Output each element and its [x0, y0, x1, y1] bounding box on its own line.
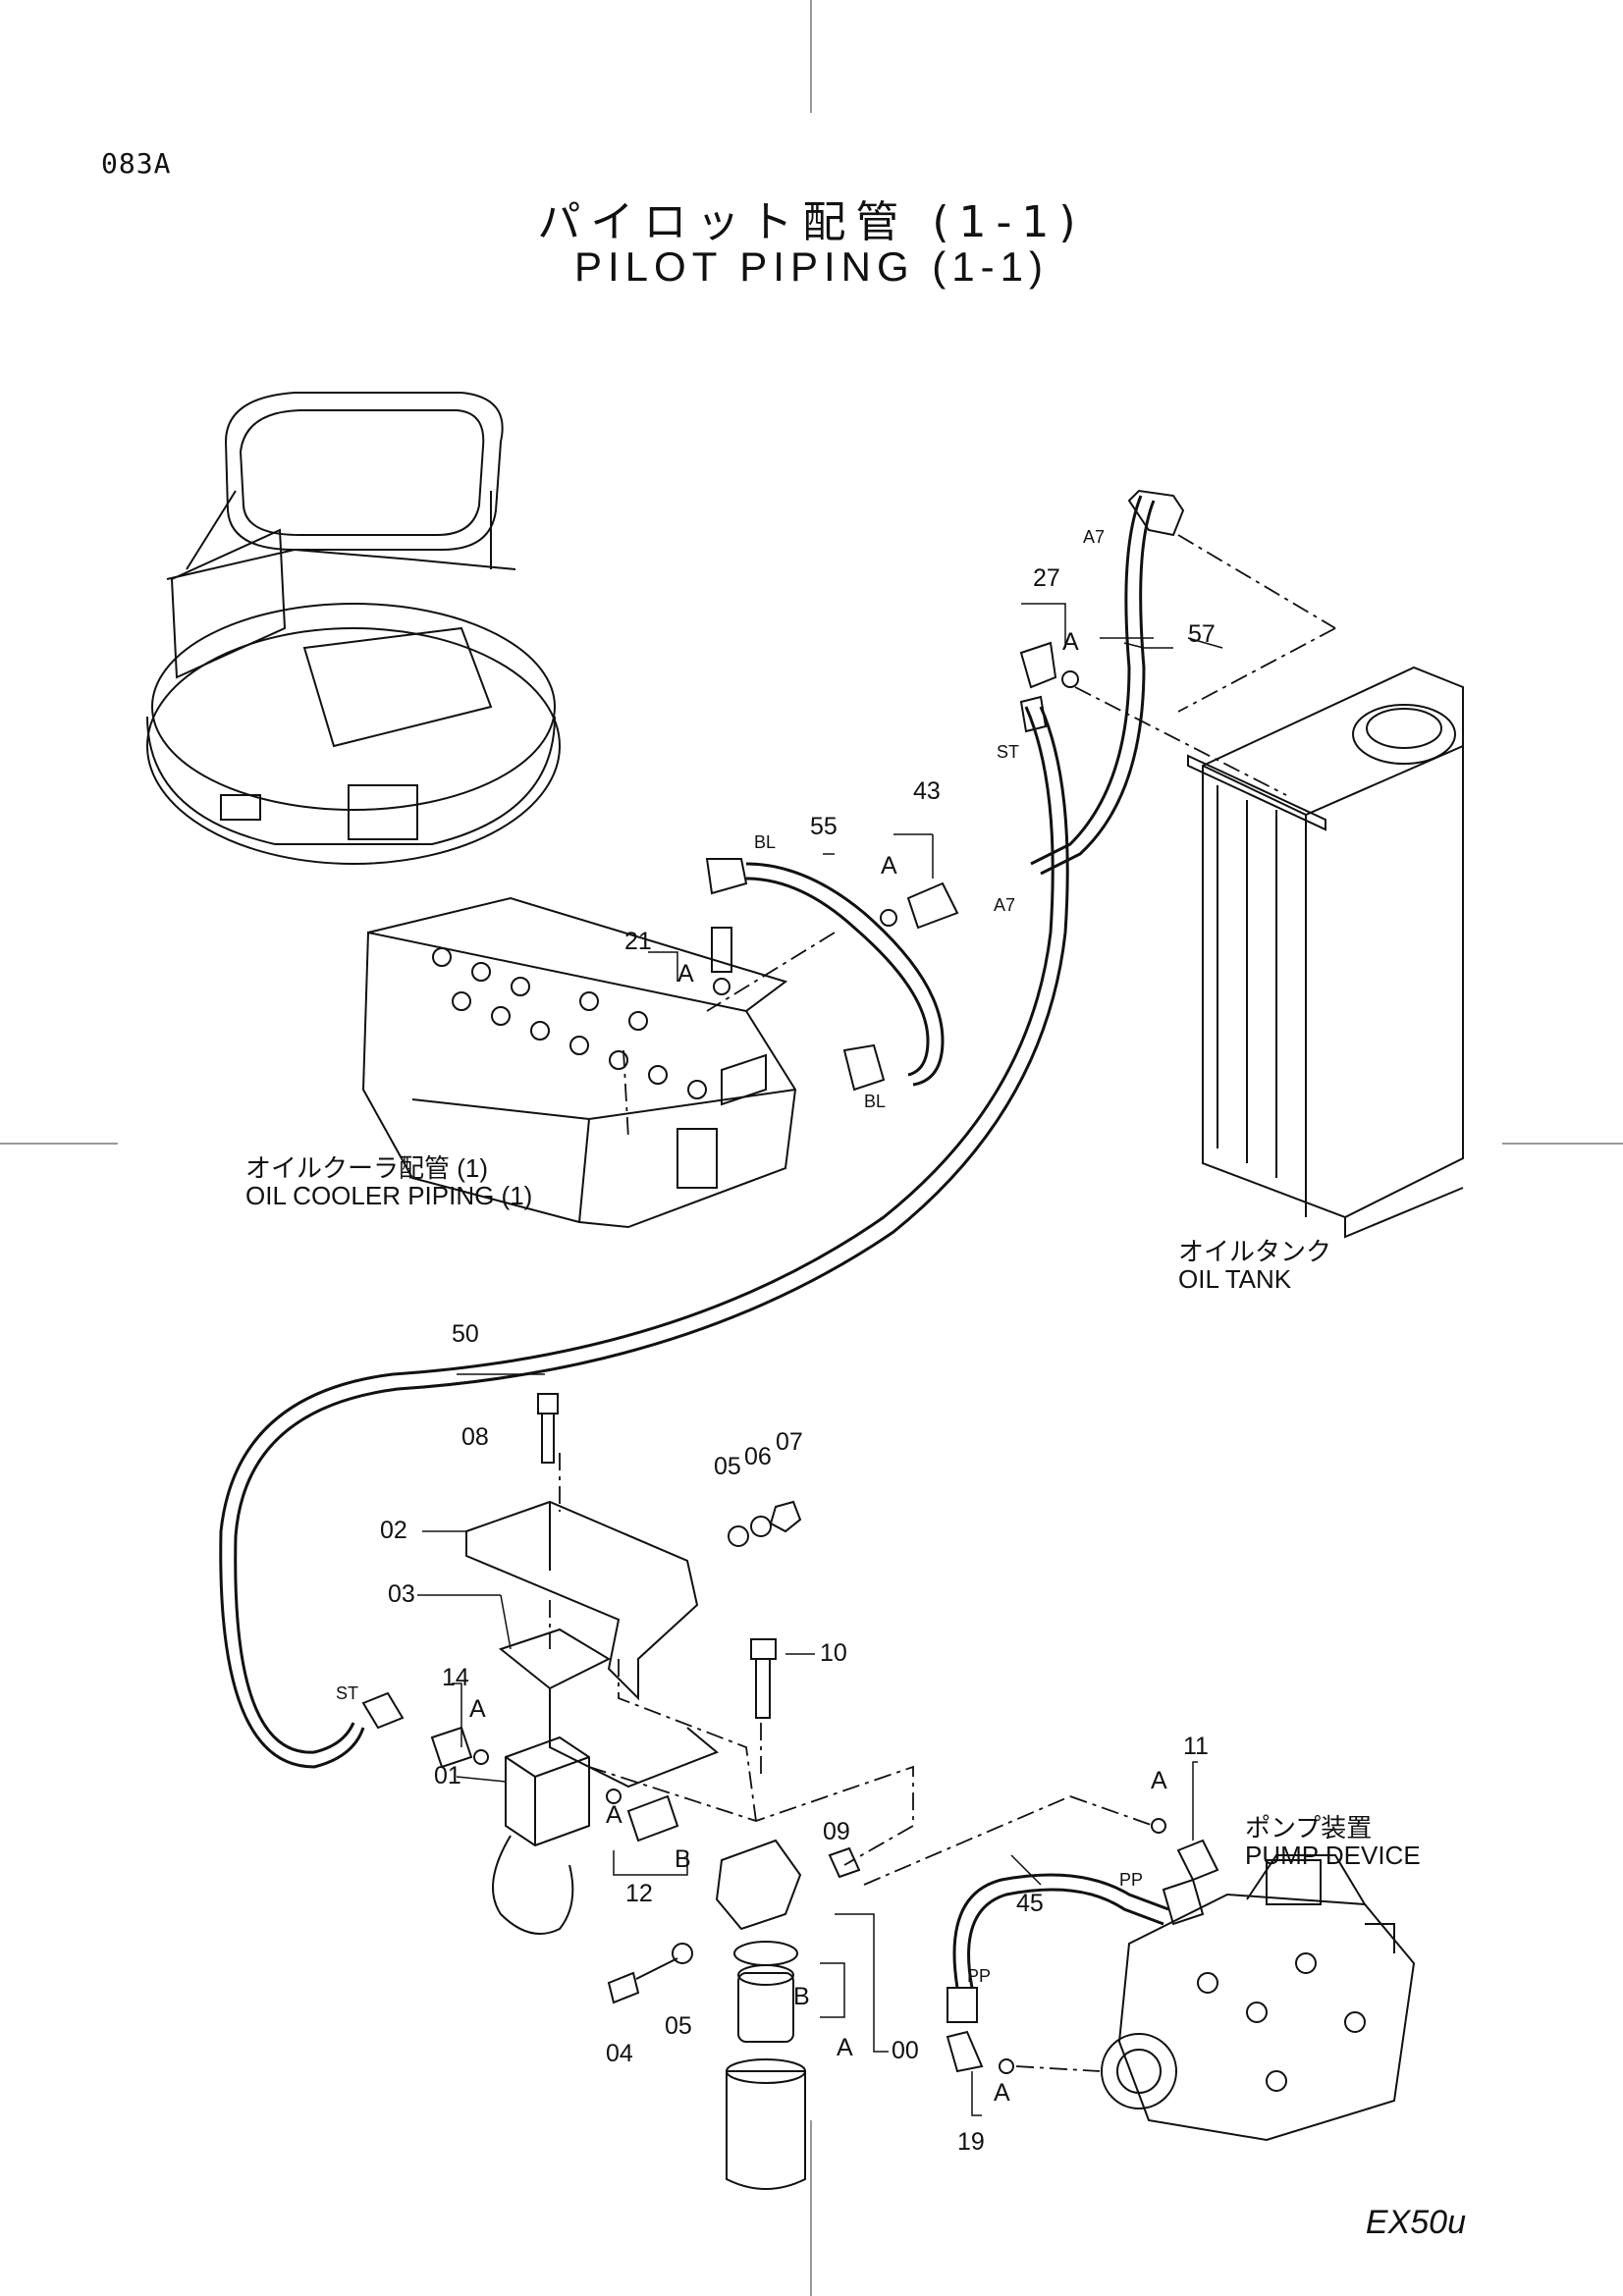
fitting-09	[830, 1848, 859, 1877]
hose-57	[1031, 496, 1141, 864]
callout-55: 55	[810, 813, 838, 840]
page-title-japanese: パイロット配管 (1-1)	[537, 197, 1086, 247]
fitting-11	[1178, 1841, 1217, 1880]
o-ring-11	[1152, 1819, 1165, 1833]
lock-washer-06	[751, 1517, 771, 1536]
filter-case	[727, 2071, 805, 2189]
set-letter-a: A	[837, 2034, 853, 2061]
control-valve	[363, 898, 795, 1227]
filter-seal	[734, 1942, 797, 1965]
hose-55	[746, 864, 943, 1085]
bolt-10	[751, 1639, 776, 1718]
set-letter-a: A	[994, 2079, 1010, 2107]
callout-50: 50	[452, 1320, 479, 1348]
callout-05-upper: 05	[714, 1453, 741, 1480]
callout-07: 07	[776, 1428, 803, 1456]
callout-14: 14	[442, 1664, 469, 1691]
pump-device-label-jp: ポンプ装置	[1245, 1813, 1373, 1842]
filter-element	[738, 1973, 793, 2042]
fitting-12	[628, 1796, 677, 1841]
o-ring-14	[474, 1750, 488, 1764]
pump-device	[1102, 1855, 1414, 2140]
nut-07	[771, 1502, 800, 1531]
callout-01: 01	[434, 1762, 461, 1789]
set-letter-a: A	[881, 852, 897, 880]
callout-11: 11	[1183, 1733, 1209, 1760]
page-id: 083A	[101, 147, 172, 180]
callout-10: 10	[820, 1639, 847, 1667]
oil-cooler-label-jp: オイルクーラ配管 (1)	[245, 1153, 489, 1183]
fitting-43	[908, 883, 957, 928]
oil-cooler-label: OIL COOLER PIPING (1)	[245, 1181, 533, 1210]
callout-03: 03	[388, 1580, 415, 1608]
set-letter-a: A	[1151, 1767, 1167, 1794]
model-label: EX50u	[1365, 2204, 1466, 2241]
washer-05	[729, 1526, 748, 1546]
fitting-21	[712, 928, 731, 972]
code-a7-lower: A7	[994, 895, 1016, 915]
code-pp-bottom: PP	[967, 1966, 992, 1986]
fitting-19	[947, 2032, 982, 2071]
callout-19: 19	[957, 2128, 985, 2156]
code-st-bottom: ST	[336, 1683, 359, 1703]
excavator-overview	[147, 393, 560, 864]
fitting-a7-top	[1129, 491, 1183, 535]
callout-57: 57	[1188, 620, 1216, 648]
set-letter-a: A	[606, 1801, 622, 1829]
solenoid-valve-01	[506, 1737, 589, 1845]
bolt-08	[538, 1394, 558, 1463]
fitting-st-top	[1021, 697, 1046, 731]
o-ring-43	[881, 910, 896, 926]
washer-05b	[673, 1944, 692, 1963]
pump-device-label: PUMP DEVICE	[1245, 1841, 1421, 1870]
fitting-pp-bottom	[947, 1988, 977, 2022]
page-title: PILOT PIPING (1-1)	[574, 243, 1049, 290]
set-letter-b: B	[793, 1983, 810, 2010]
hose-50	[221, 707, 1053, 1767]
callout-09: 09	[823, 1818, 850, 1845]
o-ring-21	[714, 979, 730, 994]
bolt-04	[609, 1958, 677, 2002]
hose-45	[954, 1875, 1168, 1988]
callout-06: 06	[744, 1443, 772, 1470]
callout-43: 43	[913, 777, 941, 805]
code-pp-top: PP	[1119, 1870, 1144, 1890]
o-ring-19	[1000, 2059, 1013, 2073]
set-letter-a: A	[469, 1695, 486, 1723]
callout-21: 21	[624, 928, 652, 955]
fitting-pp-top	[1163, 1880, 1203, 1924]
code-a7-top: A7	[1083, 527, 1106, 547]
fitting-bl-top	[707, 859, 746, 893]
bracket-03	[501, 1629, 609, 1688]
callout-08: 08	[461, 1423, 489, 1451]
fitting-27	[1021, 643, 1055, 687]
set-letter-a: A	[1062, 628, 1079, 656]
oil-tank-label-jp: オイルタンク	[1178, 1237, 1332, 1266]
callout-27: 27	[1033, 564, 1060, 592]
bracket-02	[466, 1502, 697, 1698]
callout-04: 04	[606, 2040, 633, 2067]
fitting-bl-bottom	[844, 1045, 884, 1090]
oil-tank-label: OIL TANK	[1178, 1264, 1292, 1294]
fitting-14	[432, 1728, 471, 1767]
code-st-top: ST	[997, 742, 1020, 762]
callout-45: 45	[1016, 1890, 1044, 1917]
fitting-st-bottom	[363, 1693, 403, 1728]
set-letter-a: A	[677, 960, 694, 988]
code-bl-bottom: BL	[864, 1092, 887, 1111]
o-ring-12	[607, 1789, 621, 1803]
callout-00: 00	[892, 2037, 919, 2064]
code-bl-top: BL	[754, 832, 777, 852]
filter-head	[717, 1841, 800, 1929]
callout-05-lower: 05	[665, 2012, 692, 2040]
set-letter-b: B	[675, 1845, 691, 1873]
callout-12: 12	[625, 1880, 653, 1907]
oil-tank	[1188, 667, 1463, 1237]
callout-02: 02	[380, 1517, 407, 1544]
o-ring-27	[1062, 671, 1078, 687]
